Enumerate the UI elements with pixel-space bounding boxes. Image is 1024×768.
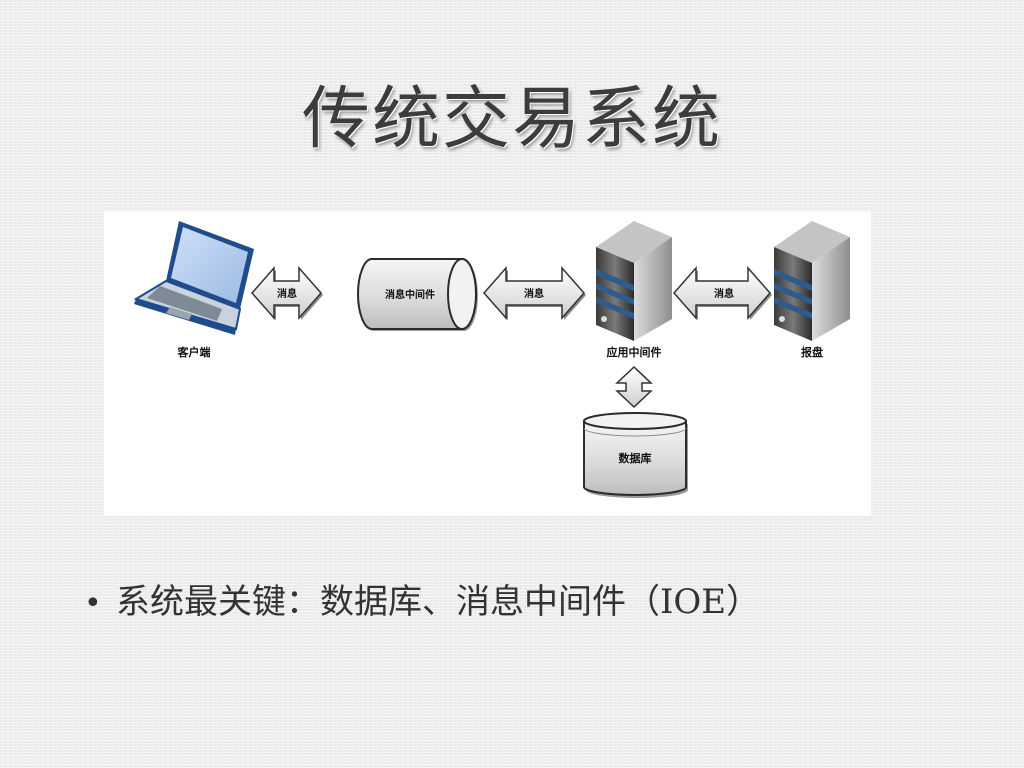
arrow-1-label: 消息: [277, 287, 297, 300]
bullet-dot: •: [84, 586, 102, 621]
bullet-text: 系统最关键：数据库、消息中间件（IOE）: [116, 582, 761, 622]
app-server-label: 应用中间件: [607, 345, 662, 359]
slide-title: 传统交易系统: [301, 80, 722, 159]
database-icon: [583, 412, 688, 498]
message-queue-cylinder-icon: [357, 258, 478, 331]
arrow-2-label: 消息: [524, 287, 544, 300]
bullet-item: • 系统最关键：数据库、消息中间件（IOE）: [84, 580, 984, 626]
double-arrow-icon: [251, 266, 323, 320]
server-icon: [774, 221, 850, 341]
mq-cylinder-label: 消息中间件: [385, 288, 435, 301]
database-label: 数据库: [619, 451, 652, 465]
arrow-3-label: 消息: [714, 287, 734, 300]
architecture-diagram: 客户端 消息 消息中间件 消息 应用中间件: [104, 211, 871, 516]
report-server-label: 报盘: [801, 345, 823, 359]
client-label: 客户端: [177, 345, 211, 359]
vertical-double-arrow-icon: [615, 365, 653, 409]
server-icon: [596, 221, 672, 341]
double-arrow-icon: [673, 266, 772, 320]
laptop-icon: [133, 221, 254, 335]
double-arrow-icon: [483, 266, 586, 320]
